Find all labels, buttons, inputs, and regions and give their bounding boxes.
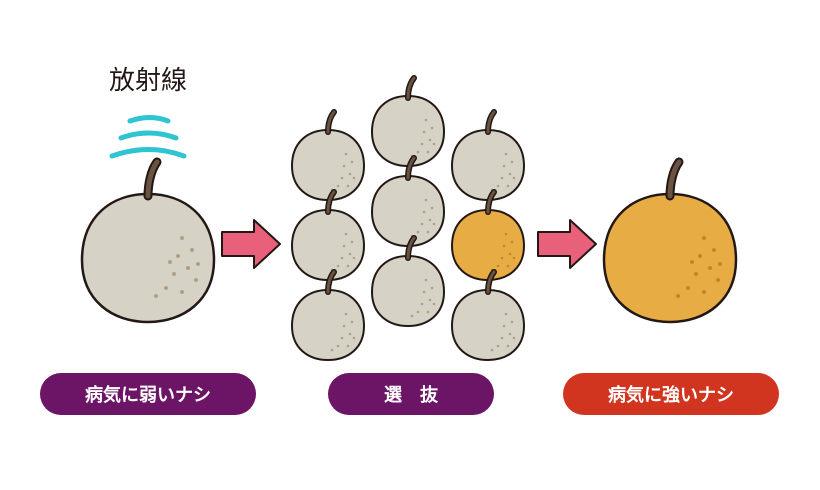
selection-label: 選 抜	[328, 373, 494, 415]
weak-pear-icon	[80, 157, 216, 324]
small-pear-icon	[290, 109, 366, 202]
small-pear-icon	[290, 269, 366, 362]
small-pear-icon	[450, 269, 526, 362]
svg-text:病気に弱いナシ: 病気に弱いナシ	[85, 384, 211, 406]
small-pear-icon	[290, 189, 366, 282]
small-pear-icon	[370, 75, 446, 168]
arrow-right-icon	[537, 219, 597, 269]
selected-pear-icon	[450, 189, 526, 282]
radiation-label: 放射線	[109, 66, 187, 96]
arrow-right-icon	[221, 219, 281, 269]
small-pear-icon	[370, 235, 446, 328]
radiation-wave-icon	[109, 115, 187, 159]
strong-pear-icon	[602, 157, 738, 324]
weak-pear-label: 病気に弱いナシ	[40, 373, 256, 415]
small-pear-icon	[370, 155, 446, 248]
small-pear-icon	[450, 109, 526, 202]
svg-text:選 抜: 選 抜	[384, 384, 439, 406]
pear-grid	[290, 75, 526, 362]
svg-text:病気に強いナシ: 病気に強いナシ	[608, 384, 734, 406]
strong-pear-label: 病気に強いナシ	[563, 373, 779, 415]
